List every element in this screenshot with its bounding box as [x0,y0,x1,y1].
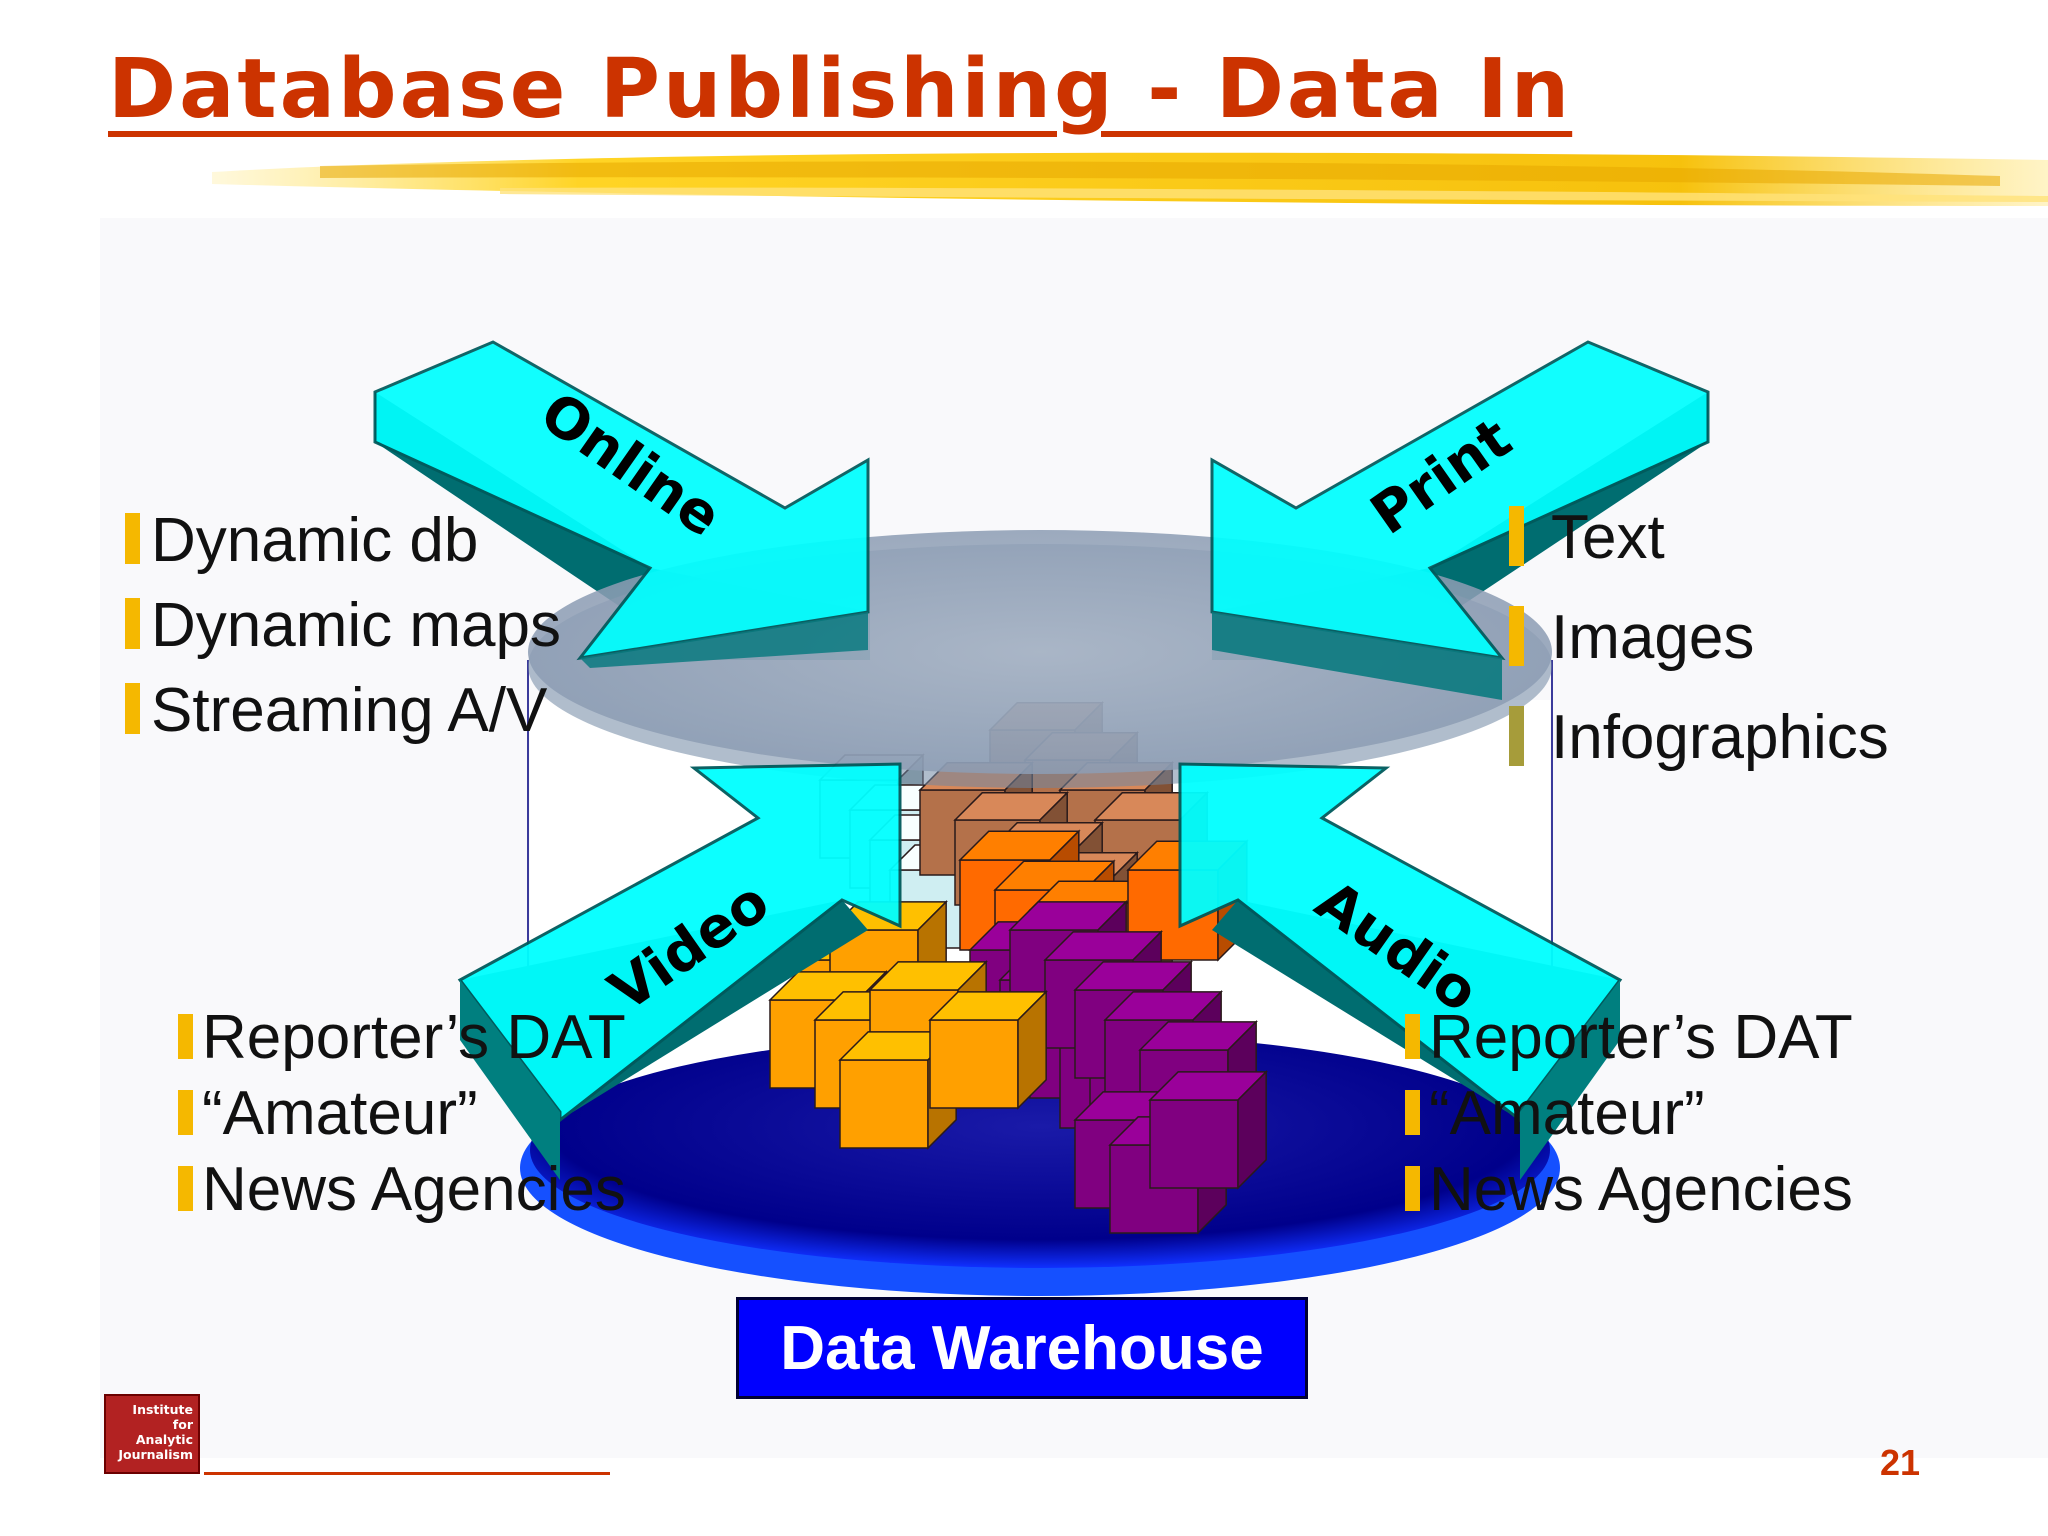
list-item: Reporter’s DAT [178,1000,626,1076]
list-item: News Agencies [1405,1152,1853,1228]
bullet-marker [178,1089,193,1136]
arrow-online [373,340,870,668]
bullet-marker [125,598,140,650]
title-brush-stroke [212,152,2048,206]
cube-face [1017,990,1047,1110]
slide-title: Database Publishing - Data In [108,42,1573,137]
warehouse-base [520,1032,1560,1296]
bullet-marker [125,683,140,735]
arrow-video [457,762,902,1180]
bullet-marker [1509,606,1524,666]
cube-face [839,1059,929,1149]
bullet-marker [1405,1013,1420,1060]
bullet-marker [178,1165,193,1212]
list-item: Infographics [1505,688,1889,788]
list-item: Reporter’s DAT [1405,1000,1853,1076]
list-item: Streaming A/V [125,668,561,753]
bullet-marker [1509,706,1524,766]
bullet-marker [178,1013,193,1060]
data-warehouse-label: Data Warehouse [736,1297,1308,1399]
bullet-marker [1405,1089,1420,1136]
cube-face [1149,1099,1239,1189]
list-item: Dynamic db [125,498,561,583]
print-sources-list: Text Images Infographics [1505,488,1889,788]
bullet-marker [1405,1165,1420,1212]
list-item: Images [1505,588,1889,688]
video-sources-list: Reporter’s DAT “Amateur” News Agencies [178,1000,626,1228]
list-item: Dynamic maps [125,583,561,668]
list-item: “Amateur” [178,1076,626,1152]
footer-rule [204,1472,610,1475]
list-item: News Agencies [178,1152,626,1228]
page-number: 21 [1879,1442,1920,1483]
arrow-audio [1178,762,1623,1180]
cube-face [929,1019,1019,1109]
list-item: Text [1505,488,1889,588]
audio-sources-list: Reporter’s DAT “Amateur” News Agencies [1405,1000,1853,1228]
bullet-marker [125,513,140,565]
online-sources-list: Dynamic db Dynamic maps Streaming A/V [125,498,561,753]
bullet-marker [1509,506,1524,566]
arrow-print [1210,340,1710,700]
institute-logo: Institute for Analytic Journalism [104,1394,200,1474]
list-item: “Amateur” [1405,1076,1853,1152]
cube-face [1237,1070,1267,1190]
